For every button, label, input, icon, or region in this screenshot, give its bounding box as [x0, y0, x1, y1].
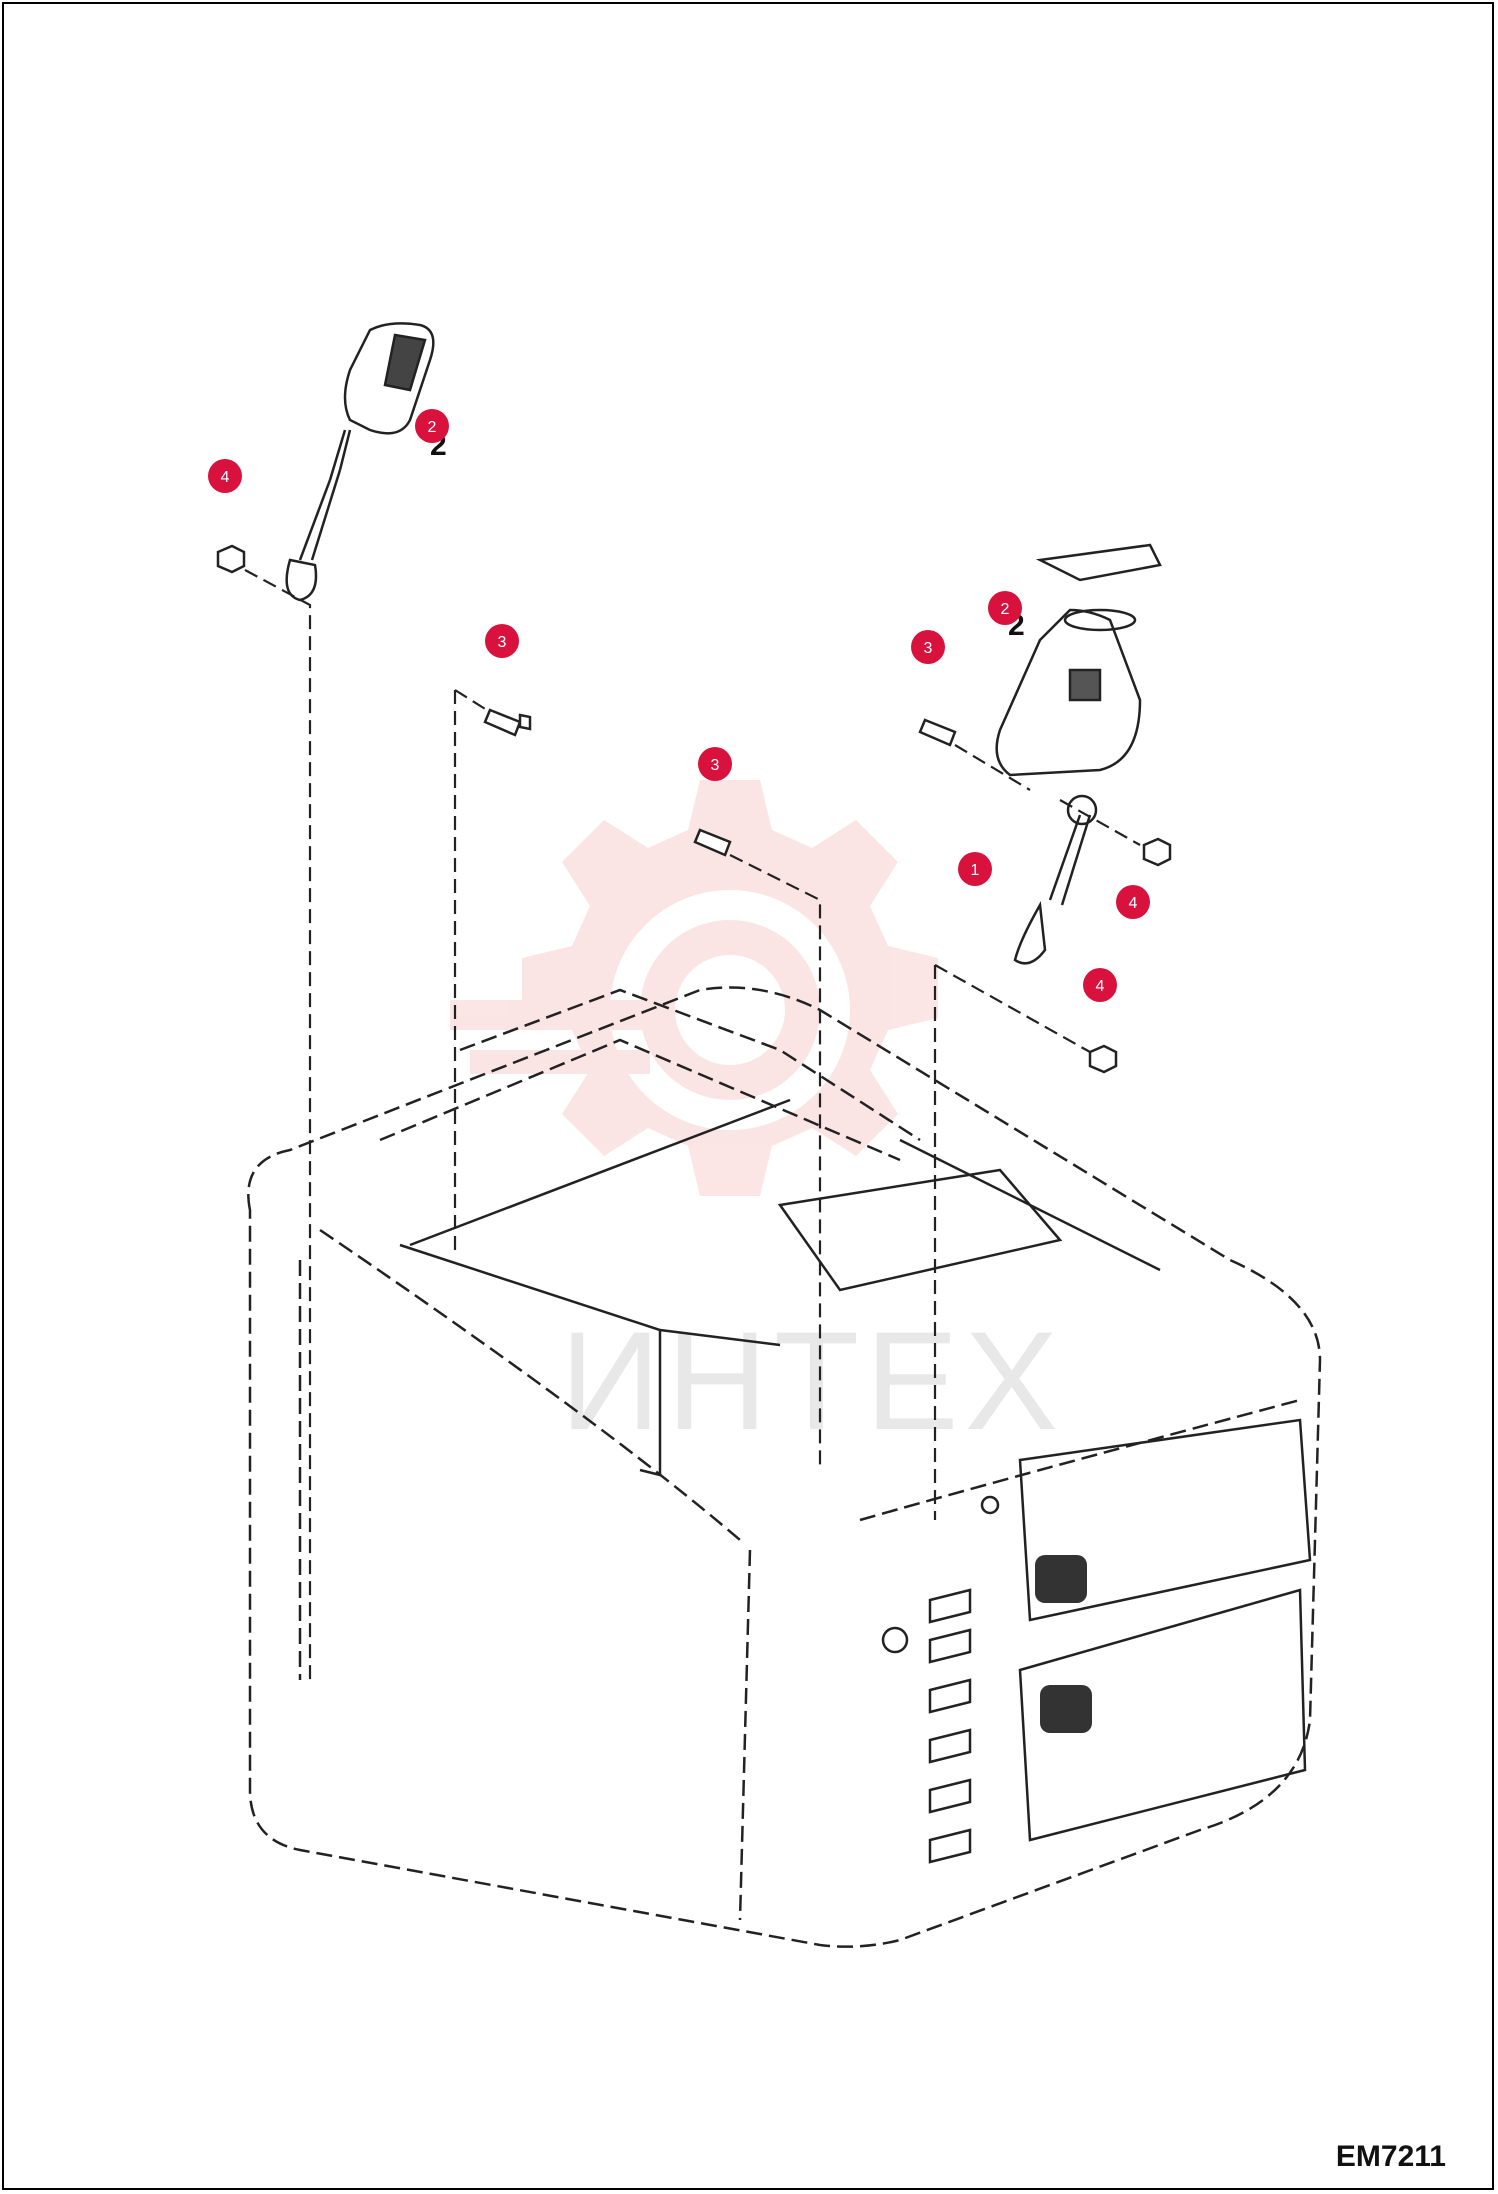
bolt-right: [918, 718, 957, 747]
svg-text:4: 4: [1096, 978, 1105, 995]
right-seat-belt-buckle: [995, 543, 1162, 965]
svg-text:2: 2: [1001, 601, 1010, 618]
svg-text:3: 3: [924, 640, 933, 657]
svg-text:4: 4: [1129, 895, 1138, 912]
left-seat-belt-buckle: [285, 322, 435, 602]
callout-2-right[interactable]: 2: [988, 591, 1022, 625]
nut-right-upper: [1142, 837, 1172, 867]
callout-3-left[interactable]: 3: [485, 624, 519, 658]
nut-right-lower: [1088, 1044, 1118, 1074]
callout-2-left[interactable]: 2: [415, 409, 449, 443]
callout-4-right-lower[interactable]: 4: [1083, 968, 1117, 1002]
nut-left: [216, 544, 246, 574]
bolt-left: [483, 708, 522, 737]
drawing-code: EM7211: [1335, 2140, 1446, 2173]
assembly-leader-lines: [244, 569, 1141, 1680]
callout-4-right-upper[interactable]: 4: [1116, 885, 1150, 919]
machine-body-outline: [247, 986, 1322, 1948]
seat-mount-panel: [399, 1098, 1312, 1842]
callout-3-center[interactable]: 3: [698, 747, 732, 781]
svg-text:3: 3: [498, 634, 507, 651]
part-number-ticks: 2 2: [430, 429, 1025, 642]
callout-3-right[interactable]: 3: [911, 630, 945, 664]
svg-text:1: 1: [971, 862, 980, 879]
watermark-text: ИНТЕХ: [560, 1302, 1065, 1459]
fastener-hardware: [216, 544, 1172, 1074]
callout-4-left[interactable]: 4: [208, 459, 242, 493]
callout-markers: 2 4 3 2 3 3 1 4: [208, 409, 1150, 1002]
svg-text:3: 3: [711, 757, 720, 774]
callout-1-right[interactable]: 1: [958, 852, 992, 886]
bolt-center: [693, 828, 732, 857]
side-slots: [881, 1495, 1000, 1864]
svg-text:4: 4: [221, 469, 230, 486]
svg-text:2: 2: [428, 419, 437, 436]
vent-grille: [1035, 1555, 1092, 1733]
